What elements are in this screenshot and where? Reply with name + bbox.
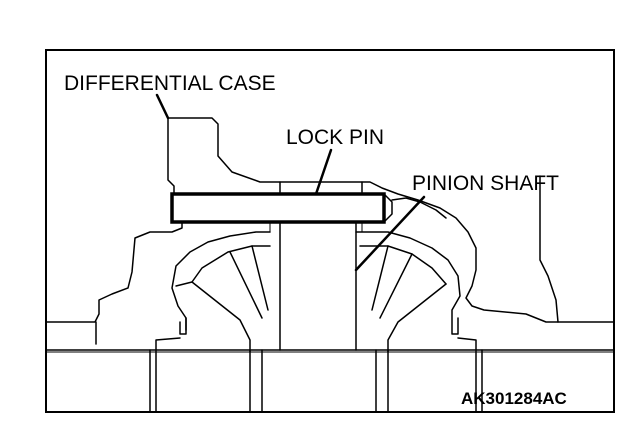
shaft-bore: [249, 221, 389, 413]
pinion-shaft-leader: [354, 195, 426, 272]
differential-case-leader: [155, 93, 170, 120]
pinion-shaft-label: PINION SHAFT: [412, 172, 559, 195]
pinion-gear-left: [149, 231, 271, 413]
figure-code: AK301284AC: [461, 389, 567, 408]
figure-frame: [45, 49, 615, 413]
lock-pin-leader: [314, 148, 333, 196]
lock-pin: [170, 192, 447, 224]
differential-case-label: DIFFERENTIAL CASE: [64, 72, 276, 95]
lock-pin-label: LOCK PIN: [286, 126, 384, 149]
differential-case-body: [45, 117, 615, 353]
pinion-gear-right: [355, 231, 483, 413]
